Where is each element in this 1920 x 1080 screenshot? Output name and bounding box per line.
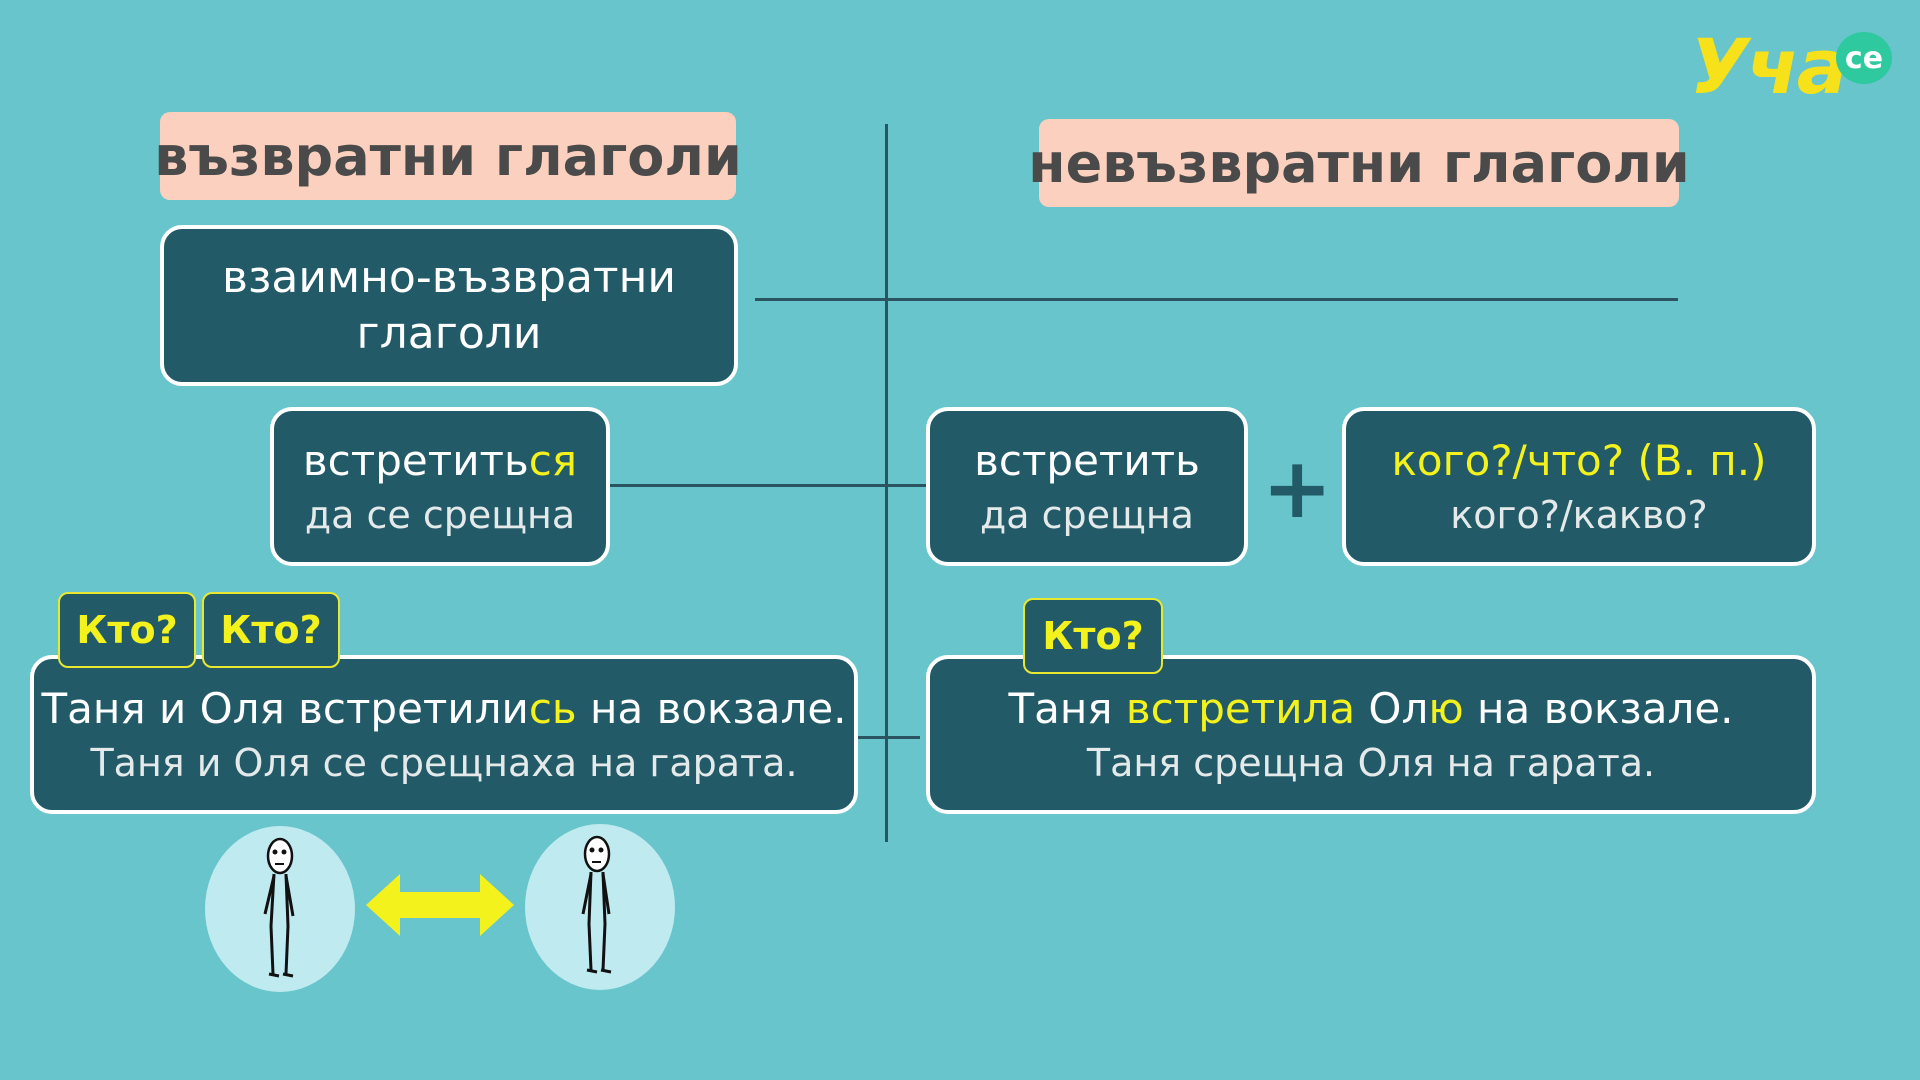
logo-badge: се bbox=[1836, 32, 1892, 84]
nonreflexive-verb-box: встретить да срещна bbox=[926, 407, 1248, 566]
question-box: кого?/что? (В. п.) кого?/какво? bbox=[1342, 407, 1816, 566]
reflexive-example-sentence: Таня и Оля встретились на вокзале. bbox=[41, 681, 846, 737]
reflexive-example-translation: Таня и Оля се срещнаха на гарата. bbox=[90, 740, 798, 785]
nonreflexive-sentence-ending: ю bbox=[1428, 683, 1464, 733]
reflexive-example-box: Таня и Оля встретились на вокзале. Таня … bbox=[30, 655, 858, 814]
reflexive-verb-suffix: ся bbox=[528, 435, 578, 485]
nonreflexive-verb-translation: да срещна bbox=[980, 492, 1194, 537]
vertical-divider bbox=[885, 124, 888, 842]
nonreflexive-verb: встретить bbox=[974, 435, 1200, 485]
question-russian: кого?/что? (В. п.) bbox=[1391, 435, 1767, 485]
reflexive-verb-translation: да се срещна bbox=[304, 492, 576, 537]
mutual-line1: взаимно-възвратни bbox=[222, 251, 676, 303]
nonreflexive-example-sentence: Таня встретила Олю на вокзале. bbox=[1008, 681, 1733, 737]
double-arrow-icon bbox=[366, 874, 514, 936]
logo: Уча се bbox=[1690, 18, 1892, 111]
horizontal-divider bbox=[755, 298, 1678, 301]
reflexive-sentence-part1: Таня и Оля встретили bbox=[41, 683, 529, 733]
reflexive-verb-stem: встретить bbox=[302, 435, 529, 485]
nonreflexive-sentence-part3: Ол bbox=[1355, 683, 1429, 733]
nonreflexive-sentence-part1: Таня bbox=[1008, 683, 1126, 733]
reflexive-sentence-suffix: сь bbox=[528, 683, 577, 733]
nonreflexive-sentence-part5: на вокзале. bbox=[1463, 683, 1734, 733]
reflexive-verb: встретиться bbox=[303, 433, 577, 489]
logo-text: Уча bbox=[1690, 22, 1848, 111]
who-tag-2: Кто? bbox=[202, 592, 340, 668]
mutual-reflexive-box: взаимно-възвратни глаголи bbox=[160, 225, 738, 386]
nonreflexive-example-translation: Таня срещна Оля на гарата. bbox=[1086, 740, 1656, 785]
reflexive-sentence-part3: на вокзале. bbox=[576, 683, 847, 733]
sentence-connector-line bbox=[858, 736, 920, 739]
question-bulgarian: кого?/какво? bbox=[1450, 492, 1708, 537]
plus-sign: + bbox=[1262, 439, 1333, 537]
reflexive-header: възвратни глаголи bbox=[154, 112, 742, 200]
mutual-line2: глаголи bbox=[356, 307, 542, 359]
verb-connector-line bbox=[608, 484, 928, 487]
nonreflexive-sentence-verb: встретила bbox=[1125, 683, 1356, 733]
stick-figure-icon bbox=[581, 835, 612, 974]
who-tag-right: Кто? bbox=[1023, 598, 1163, 674]
nonreflexive-example-box: Таня встретила Олю на вокзале. Таня срещ… bbox=[926, 655, 1816, 814]
nonreflexive-header: невъзвратни глаголи bbox=[1028, 119, 1690, 207]
reflexive-verb-box: встретиться да се срещна bbox=[270, 407, 610, 566]
who-tag-1: Кто? bbox=[58, 592, 196, 668]
stick-figure-icon bbox=[263, 837, 295, 978]
figure-circle-left bbox=[205, 826, 355, 992]
figure-circle-right bbox=[525, 824, 675, 990]
